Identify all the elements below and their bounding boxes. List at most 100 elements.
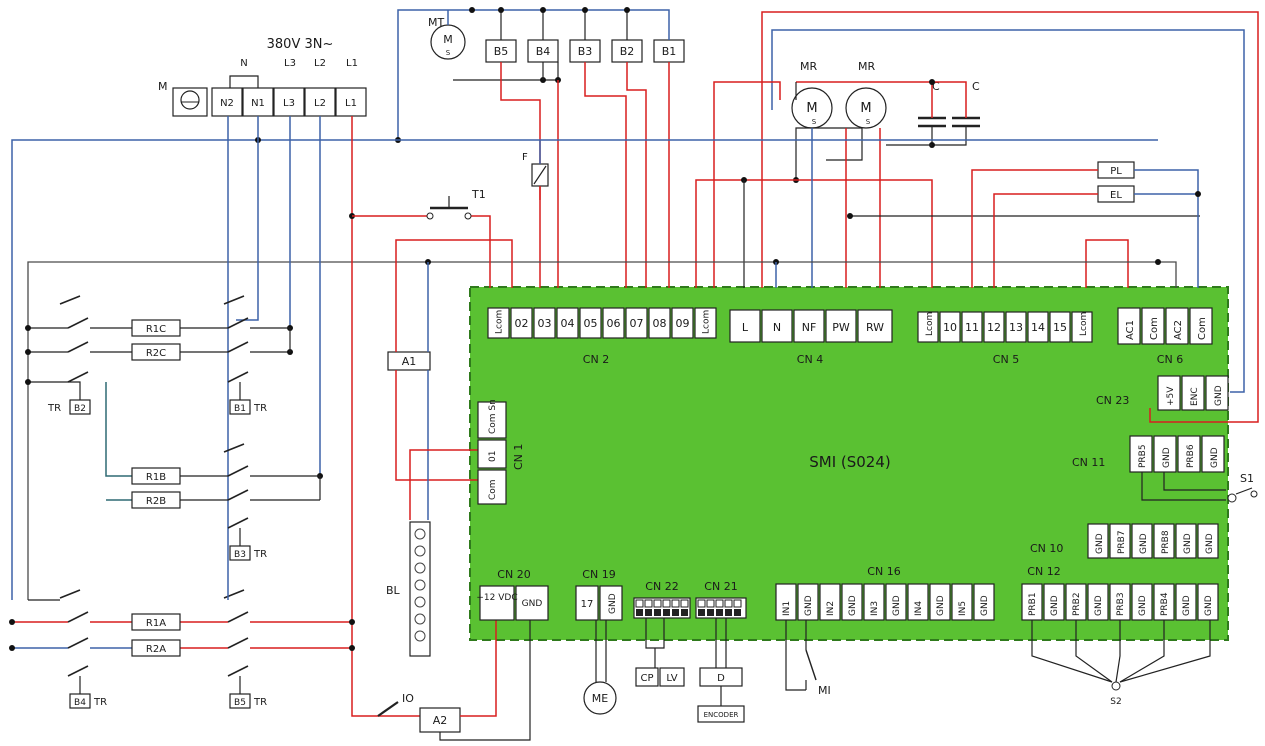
io-label: IO (402, 692, 414, 705)
connector-cn21: CN 21 (695, 580, 747, 619)
tr-b2-box: B2 (74, 404, 86, 414)
tr-b2-label: TR (47, 403, 61, 414)
mi-label: MI (818, 684, 831, 697)
fuse-label: F (522, 152, 528, 163)
plug-pin (653, 599, 662, 608)
plug-pin (725, 609, 732, 616)
plug-pin (698, 609, 705, 616)
cn11-pin-gnd1: GND (1162, 447, 1172, 468)
s2-label: S2 (1110, 697, 1121, 707)
l2-label: L2 (314, 58, 326, 69)
plug-pin (654, 609, 661, 616)
t1-pushbutton: T1 (426, 188, 486, 220)
control-board (469, 286, 1229, 641)
t1-label: T1 (471, 188, 486, 201)
cn6-pin-ac1: AC1 (1125, 320, 1136, 340)
cn5-pin-10: 10 (943, 321, 957, 334)
plug-pin (681, 609, 688, 616)
d-label: D (717, 673, 725, 684)
terminal-n1: N1 (251, 98, 265, 109)
cn12-pin-7: GND (1182, 595, 1192, 616)
ground-m-label: M (158, 80, 168, 93)
plug-pin (724, 599, 733, 608)
cn4-label: CN 4 (797, 353, 823, 366)
l1-label: L1 (346, 58, 358, 69)
cn12-pin-3: GND (1094, 595, 1104, 616)
connector-cn6: AC1 Com AC2 Com CN 6 (1117, 307, 1213, 366)
cn11-pin-prb5: PRB5 (1138, 444, 1148, 468)
plug-pin (680, 599, 689, 608)
connector-cn4: L N NF PW RW CN 4 (729, 309, 893, 366)
cn2-pin-0: Lcom (495, 310, 505, 334)
mt-motor-s: S (446, 49, 451, 57)
cn4-pin-nf: NF (802, 321, 817, 334)
pl-label: PL (1110, 166, 1122, 177)
tr-b1-box: B1 (234, 404, 246, 414)
cn11-pin-prb6: PRB6 (1186, 444, 1196, 468)
plug-pin (663, 609, 670, 616)
cn21-label: CN 21 (704, 580, 737, 593)
cn1-pin-com: Com (488, 479, 498, 500)
cn16-pin-3: GND (848, 595, 858, 616)
relay-r2a: R2A (146, 644, 166, 655)
tr-b3-box: B3 (234, 550, 246, 560)
tr-b4-label: TR (93, 697, 107, 708)
mr-motors-group: MR MR M M S S (791, 60, 887, 129)
cn10-pin-gnd3: GND (1183, 533, 1193, 554)
cn20-pin-12vdc: +12 VDC (476, 593, 517, 603)
tr-b1-label: TR (253, 403, 267, 414)
cn16-pin-8: IN5 (958, 601, 968, 616)
plug-pin (716, 609, 723, 616)
tr-b3-label: TR (253, 549, 267, 560)
cn19-pin-gnd: GND (608, 593, 618, 614)
terminal-l3: L3 (283, 98, 295, 109)
terminal-n2: N2 (220, 98, 234, 109)
cn5-pin-14: 14 (1031, 321, 1045, 334)
cn16-pin-2: IN2 (826, 601, 836, 616)
cn16-pin-0: IN1 (782, 601, 792, 616)
a1-box (387, 351, 431, 371)
mt-motor-m: M (443, 33, 453, 46)
relay-r1b: R1B (146, 472, 166, 483)
plug-pin (733, 599, 742, 608)
box-b2: B2 (620, 45, 635, 58)
tr-b4-box: B4 (74, 698, 86, 708)
cn16-pin-5: GND (892, 595, 902, 616)
cn20-pin-gnd: GND (522, 599, 543, 609)
cn16-pin-9: GND (980, 595, 990, 616)
top-sensor-boxes: B5 B4 B3 B2 B1 (485, 39, 685, 63)
cn12-pin-0: PRB1 (1028, 592, 1038, 616)
mr2-label: MR (858, 60, 875, 73)
box-b3: B3 (578, 45, 593, 58)
cn22-label: CN 22 (645, 580, 678, 593)
cn1-pin-01: 01 (488, 451, 498, 462)
cp-box (635, 667, 659, 687)
box-b1: B1 (662, 45, 677, 58)
supply-voltage-label: 380V 3N~ (267, 37, 334, 52)
cn10-pin-prb7: PRB7 (1117, 530, 1127, 554)
connector-cn5: Lcom 10 11 12 13 14 15 Lcom CN 5 (917, 311, 1093, 366)
supply-terminal-block: 380V 3N~ N L3 L2 L1 M N2 N1 L3 L2 L1 (158, 37, 367, 117)
cn12-pin-8: GND (1204, 595, 1214, 616)
cn12-pin-4: PRB3 (1116, 592, 1126, 616)
cn2-pin-8: 09 (676, 317, 690, 330)
cn2-pin-4: 05 (584, 317, 598, 330)
cn16-pin-6: IN4 (914, 601, 924, 616)
cn23-pin-enc: ENC (1190, 387, 1200, 406)
cn6-pin-ac2: AC2 (1173, 320, 1184, 340)
cp-label: CP (640, 673, 653, 684)
cn5-pin-lcom1: Lcom (925, 312, 935, 336)
cn2-pin-9: Lcom (702, 310, 712, 334)
cn4-pin-n: N (773, 321, 781, 334)
mr2-m: M (860, 101, 871, 116)
plug-pin (645, 609, 652, 616)
tr-b5-box: B5 (234, 698, 246, 708)
cn16-label: CN 16 (867, 565, 900, 578)
cn12-pin-5: GND (1138, 595, 1148, 616)
cn1-pin-comsn: Com Sn (488, 399, 498, 434)
cn12-pin-2: PRB2 (1072, 592, 1082, 616)
box-b4: B4 (536, 45, 551, 58)
cn12-pin-1: GND (1050, 595, 1060, 616)
